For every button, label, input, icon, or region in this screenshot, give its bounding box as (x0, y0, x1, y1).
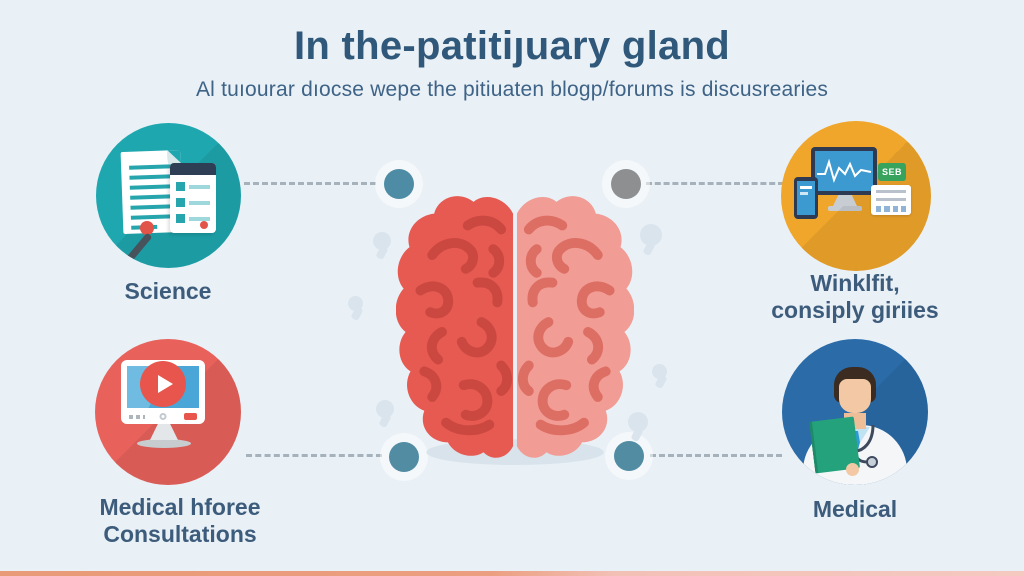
monitor-camera-dot (159, 413, 167, 420)
document-text-line (130, 204, 175, 210)
play-triangle-icon (158, 375, 173, 393)
decorative-pin-icon (373, 232, 391, 250)
card-squares-row (876, 206, 906, 212)
video-monitor-icon (121, 360, 205, 424)
ekg-waveform-icon (817, 158, 872, 184)
feature-circle-science (96, 123, 241, 268)
pen-tip-icon (140, 221, 154, 235)
phone-icon (794, 177, 818, 219)
report-card-icon (871, 185, 911, 215)
feature-circle-video-consultation (95, 339, 241, 485)
tablet-icon (170, 163, 216, 233)
seb-badge: SEB (878, 163, 906, 181)
tablet-list-row (176, 198, 210, 207)
page-subtitle: Al tuıourar dıocse wepe the pitiuaten bl… (195, 78, 829, 101)
phone-screen (797, 181, 815, 215)
feature-circle-health-monitoring: SEB (781, 121, 931, 271)
label-line: Science (124, 278, 212, 304)
decorative-pin-icon (348, 296, 363, 311)
card-square (884, 206, 890, 212)
decorative-pin-icon (628, 412, 648, 432)
card-square (892, 206, 898, 212)
monitor-stand (833, 195, 857, 206)
card-square (900, 206, 906, 212)
card-square (876, 206, 882, 212)
doctor-face (839, 379, 871, 413)
ekg-screen (815, 151, 873, 191)
decorative-pin-icon (640, 224, 662, 246)
connector-dot-top-right (611, 169, 641, 199)
label-line: Winklfit, (810, 270, 900, 296)
monitor-power-button (184, 413, 197, 420)
tablet-list-row (176, 182, 210, 191)
feature-label-health-monitoring: Winklfit, consiply giriies (740, 270, 970, 324)
card-line (876, 190, 906, 193)
monitor-stand (150, 424, 178, 440)
feature-label-doctor: Medical (755, 496, 955, 523)
monitor-base (137, 439, 191, 448)
page-fold-corner (167, 149, 182, 164)
connector-dot-bottom-right (614, 441, 644, 471)
desktop-monitor-icon (811, 147, 877, 195)
monitor-buttons (129, 415, 145, 419)
label-line: consiply giriies (771, 297, 939, 323)
connector-line-top-right (646, 182, 784, 185)
play-button-icon (140, 361, 186, 407)
list-line (189, 200, 210, 205)
label-line: Medical hforee (99, 494, 261, 520)
pen-icon (126, 232, 153, 262)
monitor-base (828, 206, 862, 211)
tablet-list-row (176, 214, 210, 223)
document-text-line (129, 184, 174, 190)
list-bullet (176, 198, 185, 207)
decorative-pin-icon (652, 364, 667, 379)
connector-line-bottom-left (246, 454, 382, 457)
brain-left-hemisphere (396, 196, 514, 458)
connector-dot-bottom-left (389, 442, 419, 472)
decorative-pin-icon (376, 400, 394, 418)
card-line (876, 198, 906, 201)
brain-illustration (396, 196, 634, 466)
connector-line-top-left (244, 182, 376, 185)
list-line (189, 216, 210, 221)
tablet-record-dot (200, 221, 208, 229)
brain-right-hemisphere (516, 196, 634, 458)
document-text-line (129, 164, 174, 170)
bottom-accent-bar (0, 571, 1024, 576)
label-line: Medical (812, 496, 898, 522)
document-text-line (129, 174, 174, 180)
list-bullet (176, 214, 185, 223)
doctor-hand (846, 463, 859, 476)
document-text-line (130, 214, 175, 220)
connector-line-bottom-right (650, 454, 782, 457)
list-line (189, 184, 210, 189)
label-line: Consultations (103, 521, 257, 547)
feature-circle-doctor (782, 339, 928, 485)
feature-label-video-consultation: Medical hforee Consultations (60, 494, 300, 548)
tablet-header (170, 163, 216, 175)
page-title: In the-patitiȷuary gland (293, 24, 731, 68)
list-bullet (176, 182, 185, 191)
feature-label-science: Science (68, 278, 268, 305)
connector-dot-top-left (384, 169, 414, 199)
document-text-line (130, 194, 175, 200)
